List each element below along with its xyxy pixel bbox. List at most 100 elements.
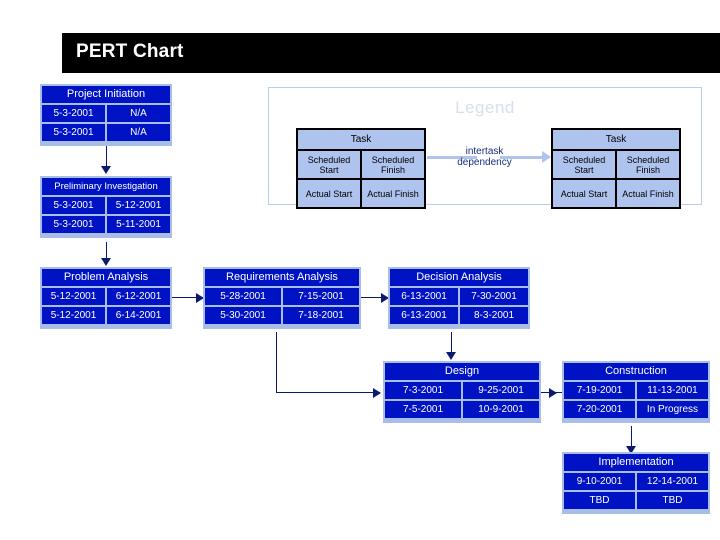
scheduled-start: 5-3-2001 bbox=[42, 105, 105, 122]
task-node-decision-analysis[interactable]: Decision Analysis 6-13-2001 7-30-2001 6-… bbox=[388, 267, 530, 329]
scheduled-row: 7-3-2001 9-25-2001 bbox=[385, 382, 539, 399]
scheduled-finish: N/A bbox=[107, 105, 170, 122]
actual-row: 6-13-2001 8-3-2001 bbox=[390, 307, 528, 324]
scheduled-row: 7-19-2001 11-13-2001 bbox=[564, 382, 708, 399]
actual-finish: In Progress bbox=[637, 401, 708, 418]
actual-row: 5-3-2001 5-11-2001 bbox=[42, 216, 170, 233]
actual-finish: 7-18-2001 bbox=[283, 307, 359, 324]
legend-panel: Legend Task Scheduled Start Scheduled Fi… bbox=[268, 87, 702, 209]
scheduled-finish: 6-12-2001 bbox=[107, 288, 170, 305]
actual-finish: 5-11-2001 bbox=[107, 216, 170, 233]
actual-start: TBD bbox=[564, 492, 635, 509]
actual-start: 7-5-2001 bbox=[385, 401, 461, 418]
task-name: Design bbox=[385, 363, 539, 380]
task-node-implementation[interactable]: Implementation 9-10-2001 12-14-2001 TBD … bbox=[562, 452, 710, 514]
scheduled-finish: 9-25-2001 bbox=[463, 382, 539, 399]
legend-task-node-right: Task Scheduled Start Scheduled Finish Ac… bbox=[551, 128, 681, 209]
arrow-right-icon bbox=[549, 388, 557, 398]
scheduled-start: 9-10-2001 bbox=[564, 473, 635, 490]
actual-start: 6-13-2001 bbox=[390, 307, 458, 324]
actual-row: 5-12-2001 6-14-2001 bbox=[42, 307, 170, 324]
task-node-construction[interactable]: Construction 7-19-2001 11-13-2001 7-20-2… bbox=[562, 361, 710, 423]
actual-start: 5-12-2001 bbox=[42, 307, 105, 324]
arrow-right-icon bbox=[196, 293, 204, 303]
connector-preliminary-to-problem bbox=[106, 242, 107, 264]
legend-scheduled-start: Scheduled Start bbox=[553, 151, 617, 178]
scheduled-finish: 7-15-2001 bbox=[283, 288, 359, 305]
legend-scheduled-row: Scheduled Start Scheduled Finish bbox=[298, 151, 424, 180]
actual-finish: TBD bbox=[637, 492, 708, 509]
legend-task-node-left: Task Scheduled Start Scheduled Finish Ac… bbox=[296, 128, 426, 209]
legend-scheduled-start: Scheduled Start bbox=[298, 151, 362, 178]
page-title: PERT Chart bbox=[76, 41, 184, 62]
connector-problem-to-requirements bbox=[172, 297, 204, 298]
actual-start: 7-20-2001 bbox=[564, 401, 635, 418]
scheduled-row: 9-10-2001 12-14-2001 bbox=[564, 473, 708, 490]
task-name: Requirements Analysis bbox=[205, 269, 359, 286]
arrow-right-icon bbox=[381, 293, 389, 303]
scheduled-row: 5-3-2001 5-12-2001 bbox=[42, 197, 170, 214]
scheduled-start: 7-3-2001 bbox=[385, 382, 461, 399]
actual-row: 5-3-2001 N/A bbox=[42, 124, 170, 141]
scheduled-start: 5-12-2001 bbox=[42, 288, 105, 305]
connector-requirements-to-design-vertical bbox=[276, 332, 277, 392]
legend-actual-start: Actual Start bbox=[553, 180, 617, 207]
task-name: Implementation bbox=[564, 454, 708, 471]
scheduled-start: 5-28-2001 bbox=[205, 288, 281, 305]
task-node-project-initiation[interactable]: Project Initiation 5-3-2001 N/A 5-3-2001… bbox=[40, 84, 172, 146]
scheduled-row: 5-12-2001 6-12-2001 bbox=[42, 288, 170, 305]
scheduled-start: 7-19-2001 bbox=[564, 382, 635, 399]
scheduled-finish: 7-30-2001 bbox=[460, 288, 528, 305]
connector-construction-to-implementation bbox=[631, 426, 632, 452]
legend-actual-row: Actual Start Actual Finish bbox=[298, 180, 424, 207]
connector-decision-to-design bbox=[451, 332, 452, 358]
task-node-design[interactable]: Design 7-3-2001 9-25-2001 7-5-2001 10-9-… bbox=[383, 361, 541, 423]
legend-dependency-line-left bbox=[427, 156, 477, 159]
actual-finish: 6-14-2001 bbox=[107, 307, 170, 324]
arrow-down-icon bbox=[626, 446, 636, 454]
title-bar: PERT Chart bbox=[62, 33, 720, 73]
legend-actual-start: Actual Start bbox=[298, 180, 362, 207]
connector-requirements-to-design-horizontal bbox=[276, 392, 380, 393]
actual-start: 5-30-2001 bbox=[205, 307, 281, 324]
scheduled-start: 5-3-2001 bbox=[42, 197, 105, 214]
legend-scheduled-row: Scheduled Start Scheduled Finish bbox=[553, 151, 679, 180]
task-node-requirements-analysis[interactable]: Requirements Analysis 5-28-2001 7-15-200… bbox=[203, 267, 361, 329]
connector-requirements-to-decision bbox=[361, 297, 389, 298]
task-node-preliminary-investigation[interactable]: Preliminary Investigation 5-3-2001 5-12-… bbox=[40, 176, 172, 238]
actual-row: 7-20-2001 In Progress bbox=[564, 401, 708, 418]
scheduled-finish: 5-12-2001 bbox=[107, 197, 170, 214]
task-name: Problem Analysis bbox=[42, 269, 170, 286]
connector-initiation-to-preliminary bbox=[106, 136, 107, 168]
actual-start: 5-3-2001 bbox=[42, 216, 105, 233]
actual-start: 5-3-2001 bbox=[42, 124, 105, 141]
legend-task-header: Task bbox=[553, 130, 679, 151]
actual-row: 5-30-2001 7-18-2001 bbox=[205, 307, 359, 324]
legend-heading: Legend bbox=[455, 98, 515, 117]
task-name: Construction bbox=[564, 363, 708, 380]
task-name: Decision Analysis bbox=[390, 269, 528, 286]
arrow-right-icon bbox=[373, 388, 381, 398]
scheduled-finish: 12-14-2001 bbox=[637, 473, 708, 490]
scheduled-start: 6-13-2001 bbox=[390, 288, 458, 305]
arrow-down-icon bbox=[101, 258, 111, 266]
actual-row: 7-5-2001 10-9-2001 bbox=[385, 401, 539, 418]
legend-actual-finish: Actual Finish bbox=[362, 180, 424, 207]
scheduled-row: 6-13-2001 7-30-2001 bbox=[390, 288, 528, 305]
arrow-down-icon bbox=[446, 352, 456, 360]
task-node-problem-analysis[interactable]: Problem Analysis 5-12-2001 6-12-2001 5-1… bbox=[40, 267, 172, 329]
legend-dependency-label-line1: intertask bbox=[465, 146, 504, 157]
legend-actual-finish: Actual Finish bbox=[617, 180, 679, 207]
task-name: Project Initiation bbox=[42, 86, 170, 103]
legend-scheduled-finish: Scheduled Finish bbox=[617, 151, 679, 178]
actual-finish: N/A bbox=[107, 124, 170, 141]
scheduled-finish: 11-13-2001 bbox=[637, 382, 708, 399]
actual-row: TBD TBD bbox=[564, 492, 708, 509]
scheduled-row: 5-3-2001 N/A bbox=[42, 105, 170, 122]
task-name: Preliminary Investigation bbox=[42, 178, 170, 195]
legend-dependency-line-right bbox=[500, 156, 544, 159]
legend-scheduled-finish: Scheduled Finish bbox=[362, 151, 424, 178]
legend-dependency-label-line2: dependency bbox=[457, 157, 512, 168]
scheduled-row: 5-28-2001 7-15-2001 bbox=[205, 288, 359, 305]
arrow-down-icon bbox=[101, 166, 111, 174]
